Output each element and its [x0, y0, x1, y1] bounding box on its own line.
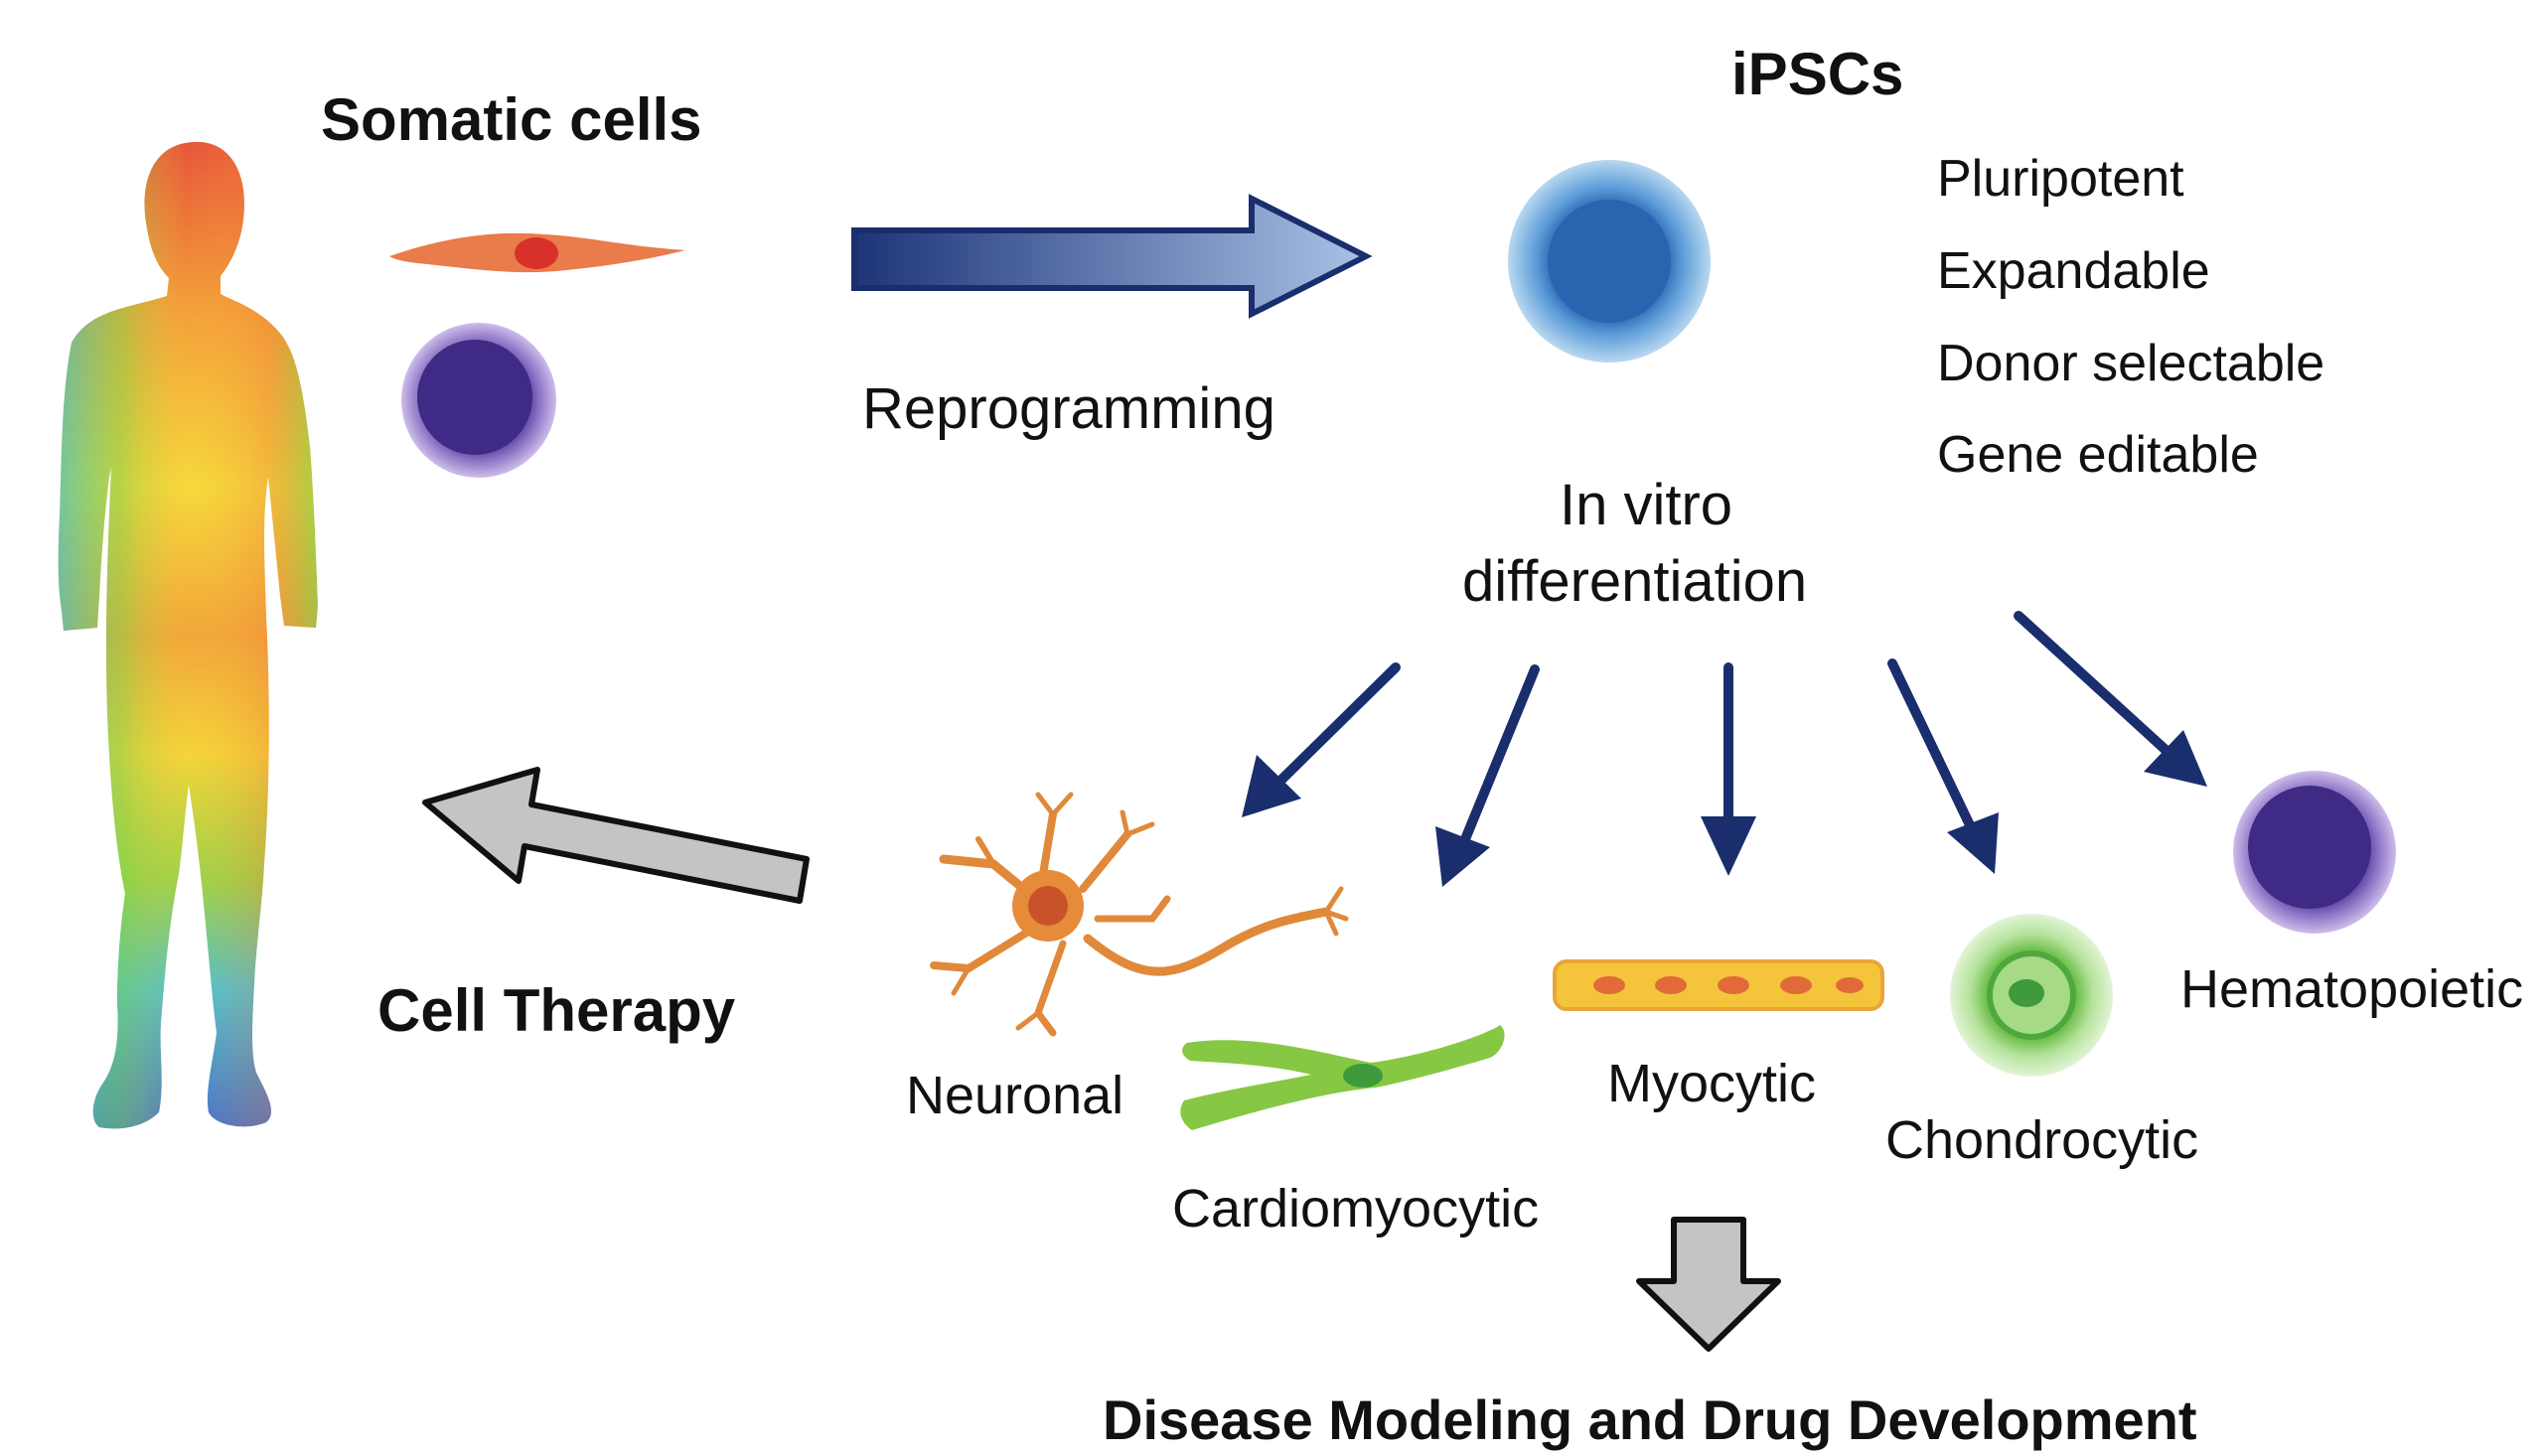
property-donor-selectable: Donor selectable: [1937, 335, 2325, 392]
disease-modeling-arrow: [1636, 1217, 1781, 1352]
somatic-cells-label: Somatic cells: [321, 86, 702, 153]
differentiation-arrows: [1242, 611, 2207, 887]
cell-type-cardiomyocytic: Cardiomyocytic: [1172, 1179, 1540, 1238]
cell-type-hematopoietic: Hematopoietic: [2180, 959, 2524, 1019]
reprogramming-label: Reprogramming: [862, 376, 1275, 441]
disease-modeling-label: Disease Modeling and Drug Development: [1103, 1388, 2197, 1451]
cell-therapy-label: Cell Therapy: [377, 977, 736, 1044]
hematopoietic-cell-image: [2233, 771, 2396, 934]
neuron-cell-image: [930, 792, 1349, 1037]
cell-type-myocytic: Myocytic: [1607, 1054, 1817, 1113]
in-vitro-label-line2: differentiation: [1462, 549, 1808, 614]
property-gene-editable: Gene editable: [1937, 426, 2259, 484]
human-body-figure: [58, 141, 319, 1129]
cell-type-neuronal: Neuronal: [906, 1066, 1124, 1125]
myocyte-cell-image: [1553, 959, 1884, 1011]
fibroblast-cell-image: [389, 232, 685, 273]
somatic-blood-cell-image: [401, 323, 556, 478]
ipsc-cell-image: [1508, 160, 1711, 363]
cell-therapy-arrow: [422, 767, 810, 904]
reprogramming-arrow: [851, 194, 1373, 319]
cardiomyocyte-cell-image: [1180, 1025, 1505, 1130]
property-pluripotent: Pluripotent: [1937, 150, 2184, 208]
cell-type-chondrocytic: Chondrocytic: [1885, 1110, 2199, 1170]
ipscs-label: iPSCs: [1731, 41, 1904, 107]
property-expandable: Expandable: [1937, 242, 2210, 300]
in-vitro-label-line1: In vitro: [1560, 473, 1733, 537]
chondrocyte-cell-image: [1950, 914, 2113, 1077]
